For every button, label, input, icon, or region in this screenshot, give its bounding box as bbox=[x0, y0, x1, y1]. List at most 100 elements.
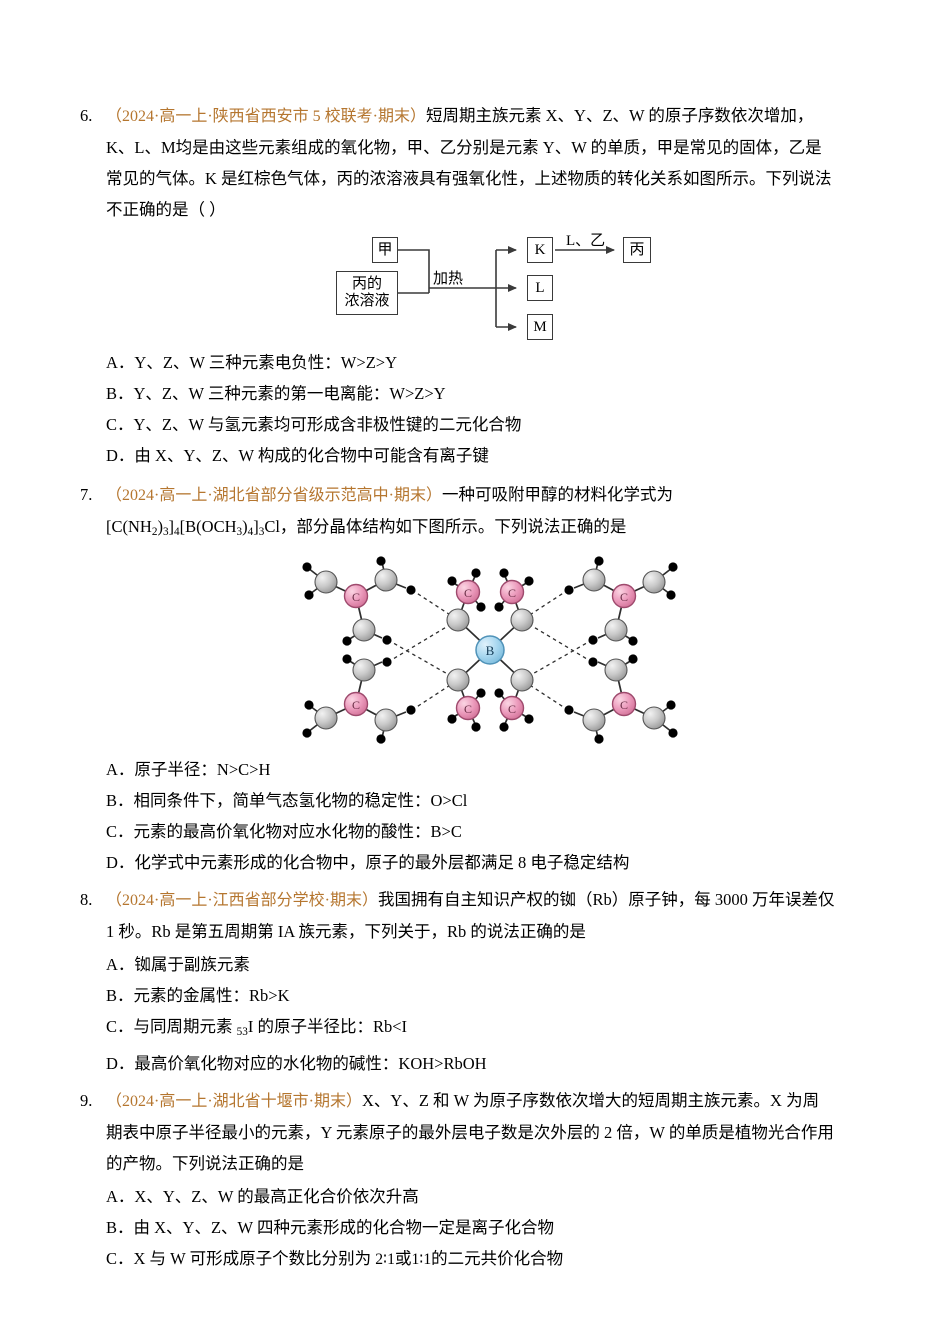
flow-node-jia-label: 甲 bbox=[377, 241, 393, 258]
flow-label-reagents: L、乙 bbox=[566, 233, 606, 249]
carbon-atoms: C C C C C C C C bbox=[343, 579, 637, 720]
question-9-stem-line-3: 的产物。下列说法正确的是 bbox=[106, 1153, 304, 1173]
question-7-formula-line: [C(NH2)3]4[B(OCH3)4]3Cl，部分晶体结构如下图所示。下列说法… bbox=[80, 511, 878, 548]
hydrogen-bond-lines bbox=[387, 589, 593, 711]
question-7-option-a[interactable]: A．原子半径：N>C>H bbox=[106, 759, 271, 779]
formula-sub4: 3 bbox=[236, 525, 243, 538]
question-7-option-b[interactable]: B．相同条件下，简单气态氢化物的稳定性：O>Cl bbox=[106, 790, 468, 810]
hydrogen-atoms bbox=[302, 556, 678, 744]
formula-mid3: [B(OCH bbox=[179, 517, 237, 536]
question-7-stem-part1: 一种可吸附甲醇的材料化学式为 bbox=[442, 485, 673, 504]
question-9-option-b[interactable]: B．由 X、Y、Z、W 四种元素形成的化合物一定是离子化合物 bbox=[106, 1217, 554, 1237]
carbon-atom-label: C bbox=[464, 702, 472, 716]
question-9-options: A．X、Y、Z、W 的最高正化合价依次升高 B．由 X、Y、Z、W 四种元素形成… bbox=[80, 1181, 878, 1275]
question-6-number: 6. bbox=[80, 106, 93, 125]
question-6-options: A．Y、Z、W 三种元素电负性：W>Z>Y B．Y、Z、W 三种元素的第一电离能… bbox=[80, 347, 878, 471]
question-8-stem: 8. （2024·高一上·江西省部分学校·期末）我国拥有自主知识产权的铷（Rb）… bbox=[80, 884, 878, 947]
question-6-citation: （2024·高一上·陕西省西安市 5 校联考·期末） bbox=[106, 108, 426, 125]
carbon-atom-label: C bbox=[620, 698, 628, 712]
gray-atoms bbox=[314, 568, 666, 732]
question-6-option-b[interactable]: B．Y、Z、W 三种元素的第一电离能：W>Z>Y bbox=[106, 384, 446, 403]
formula-suffix: Cl，部分晶体结构如下图所示。下列说法正确的是 bbox=[264, 517, 627, 536]
formula-mid4: ) bbox=[242, 517, 248, 536]
question-8: 8. （2024·高一上·江西省部分学校·期末）我国拥有自主知识产权的铷（Rb）… bbox=[80, 884, 878, 1079]
question-7-diagram-area: C C C C C C C C bbox=[80, 552, 878, 748]
question-9-stem: 9. （2024·高一上·湖北省十堰市·期末）X、Y、Z 和 W 为原子序数依次… bbox=[80, 1085, 878, 1179]
question-9-option-c-post: 的二元共价化合物 bbox=[431, 1248, 564, 1268]
question-8-citation: （2024·高一上·江西省部分学校·期末） bbox=[106, 891, 378, 909]
carbon-atom-label: C bbox=[352, 698, 360, 712]
question-9-ratio-2: 1∶1 bbox=[411, 1250, 432, 1268]
flow-node-k: K bbox=[527, 237, 553, 263]
question-6-option-d[interactable]: D．由 X、Y、Z、W 构成的化合物中可能含有离子键 bbox=[106, 446, 489, 465]
flow-diagram: 甲 丙的 浓溶液 K L M 丙 加热 bbox=[328, 233, 668, 343]
flow-node-m-label: M bbox=[533, 318, 547, 335]
question-6: 6. （2024·高一上·陕西省西安市 5 校联考·期末）短周期主族元素 X、Y… bbox=[80, 100, 878, 471]
question-7: 7. （2024·高一上·湖北省部分省级示范高中·期末）一种可吸附甲醇的材料化学… bbox=[80, 479, 878, 878]
question-9-option-c-mid: 或 bbox=[394, 1248, 412, 1268]
question-9-ratio-1: 2∶1 bbox=[375, 1250, 395, 1268]
question-6-stem-part1: 短周期主族元素 X、Y、Z、W 的原子序数依次增加， bbox=[426, 106, 814, 125]
question-8-option-a[interactable]: A．铷属于副族元素 bbox=[106, 954, 250, 974]
question-8-options: A．铷属于副族元素 B．元素的金属性：Rb>K C．与同周期元素 53I 的原子… bbox=[80, 949, 878, 1079]
molecular-structure-diagram: C C C C C C C C bbox=[290, 552, 690, 753]
question-8-option-d[interactable]: D．最高价氧化物对应的水化物的碱性：KOH>RbOH bbox=[106, 1053, 487, 1073]
carbon-atom-label: C bbox=[352, 590, 360, 604]
flow-label-heat: 加热 bbox=[433, 271, 464, 287]
question-8-option-b[interactable]: B．元素的金属性：Rb>K bbox=[106, 985, 290, 1005]
flow-node-l: L bbox=[527, 275, 553, 301]
question-8-stem-line-2: 1 秒。Rb 是第五周期第 IA 族元素，下列关于，Rb 的说法正确的是 bbox=[106, 921, 586, 941]
formula-sub1: 2 bbox=[151, 525, 158, 538]
formula-prefix: [C(NH bbox=[106, 517, 152, 536]
carbon-atom-label: C bbox=[508, 586, 516, 600]
question-7-option-c[interactable]: C．元素的最高价氧化物对应水化物的酸性：B>C bbox=[106, 821, 462, 841]
molecular-structure-svg: C C C C C C C C bbox=[302, 556, 678, 744]
question-7-stem: 7. （2024·高一上·湖北省部分省级示范高中·期末）一种可吸附甲醇的材料化学… bbox=[80, 479, 878, 548]
formula-sub6: 3 bbox=[258, 525, 265, 538]
flow-node-l-label: L bbox=[535, 279, 545, 296]
question-8-iodine-atomic-number: 53 bbox=[236, 1025, 248, 1038]
formula-sub3: 4 bbox=[174, 525, 180, 538]
question-6-stem-line-3: 常见的气体。K 是红棕色气体，丙的浓溶液具有强氧化性，上述物质的转化关系如图所示… bbox=[106, 169, 832, 188]
flow-node-bing-solution: 丙的 浓溶液 bbox=[336, 271, 398, 315]
question-8-option-c-pre: C．与同周期元素 bbox=[106, 1016, 237, 1036]
question-8-stem-part1: 我国拥有自主知识产权的铷（Rb）原子钟，每 3000 万年误差仅 bbox=[378, 889, 835, 909]
question-8-option-c[interactable]: C．与同周期元素 53I 的原子半径比：Rb<I bbox=[106, 1011, 878, 1048]
question-6-option-a[interactable]: A．Y、Z、W 三种元素电负性：W>Z>Y bbox=[106, 353, 397, 372]
question-9-option-c[interactable]: C．X 与 W 可形成原子个数比分别为 2∶1或1∶1的二元共价化合物 bbox=[106, 1243, 878, 1275]
flow-node-m: M bbox=[527, 314, 553, 340]
question-9-option-a[interactable]: A．X、Y、Z、W 的最高正化合价依次升高 bbox=[106, 1186, 419, 1206]
formula-mid1: ) bbox=[157, 517, 163, 536]
question-9-stem-part1: X、Y、Z 和 W 为原子序数依次增大的短周期主族元素。X 为周 bbox=[362, 1090, 820, 1110]
boron-atom: B bbox=[475, 635, 505, 665]
flow-node-bing-label: 丙 bbox=[629, 241, 645, 258]
flow-node-k-label: K bbox=[534, 241, 546, 258]
carbon-atom-label: C bbox=[508, 702, 516, 716]
carbon-atom-label: C bbox=[464, 586, 472, 600]
flow-node-bing-solution-line2: 浓溶液 bbox=[344, 293, 390, 309]
boron-atom-label: B bbox=[486, 643, 495, 658]
flow-node-jia: 甲 bbox=[372, 237, 398, 263]
question-9: 9. （2024·高一上·湖北省十堰市·期末）X、Y、Z 和 W 为原子序数依次… bbox=[80, 1085, 878, 1275]
formula-sub5: 4 bbox=[247, 525, 254, 538]
question-8-option-c-post: I 的原子半径比：Rb<I bbox=[247, 1016, 408, 1036]
flow-node-bing: 丙 bbox=[623, 237, 651, 263]
question-6-stem-line-2: K、L、M均是由这些元素组成的氧化物，甲、乙分别是元素 Y、W 的单质，甲是常见… bbox=[106, 138, 822, 157]
question-8-number: 8. bbox=[80, 889, 93, 909]
carbon-atom-label: C bbox=[620, 590, 628, 604]
formula-sub2: 3 bbox=[162, 525, 169, 538]
flow-node-bing-solution-line1: 丙的 bbox=[351, 276, 382, 292]
question-6-stem-line-4: 不正确的是（ ） bbox=[106, 200, 226, 219]
question-7-option-d[interactable]: D．化学式中元素形成的化合物中，原子的最外层都满足 8 电子稳定结构 bbox=[106, 852, 630, 872]
question-7-number: 7. bbox=[80, 485, 93, 504]
flow-diagram-svg bbox=[397, 246, 615, 331]
question-6-option-c[interactable]: C．Y、Z、W 与氢元素均可形成含非极性键的二元化合物 bbox=[106, 415, 522, 434]
question-6-diagram-area: 甲 丙的 浓溶液 K L M 丙 加热 bbox=[80, 233, 878, 343]
question-9-citation: （2024·高一上·湖北省十堰市·期末） bbox=[106, 1092, 362, 1110]
question-7-citation: （2024·高一上·湖北省部分省级示范高中·期末） bbox=[106, 487, 442, 504]
question-9-option-c-pre: C．X 与 W 可形成原子个数比分别为 bbox=[106, 1248, 376, 1268]
question-9-number: 9. bbox=[80, 1090, 93, 1110]
question-6-stem: 6. （2024·高一上·陕西省西安市 5 校联考·期末）短周期主族元素 X、Y… bbox=[80, 100, 878, 225]
formula-mid2: ] bbox=[168, 517, 175, 536]
